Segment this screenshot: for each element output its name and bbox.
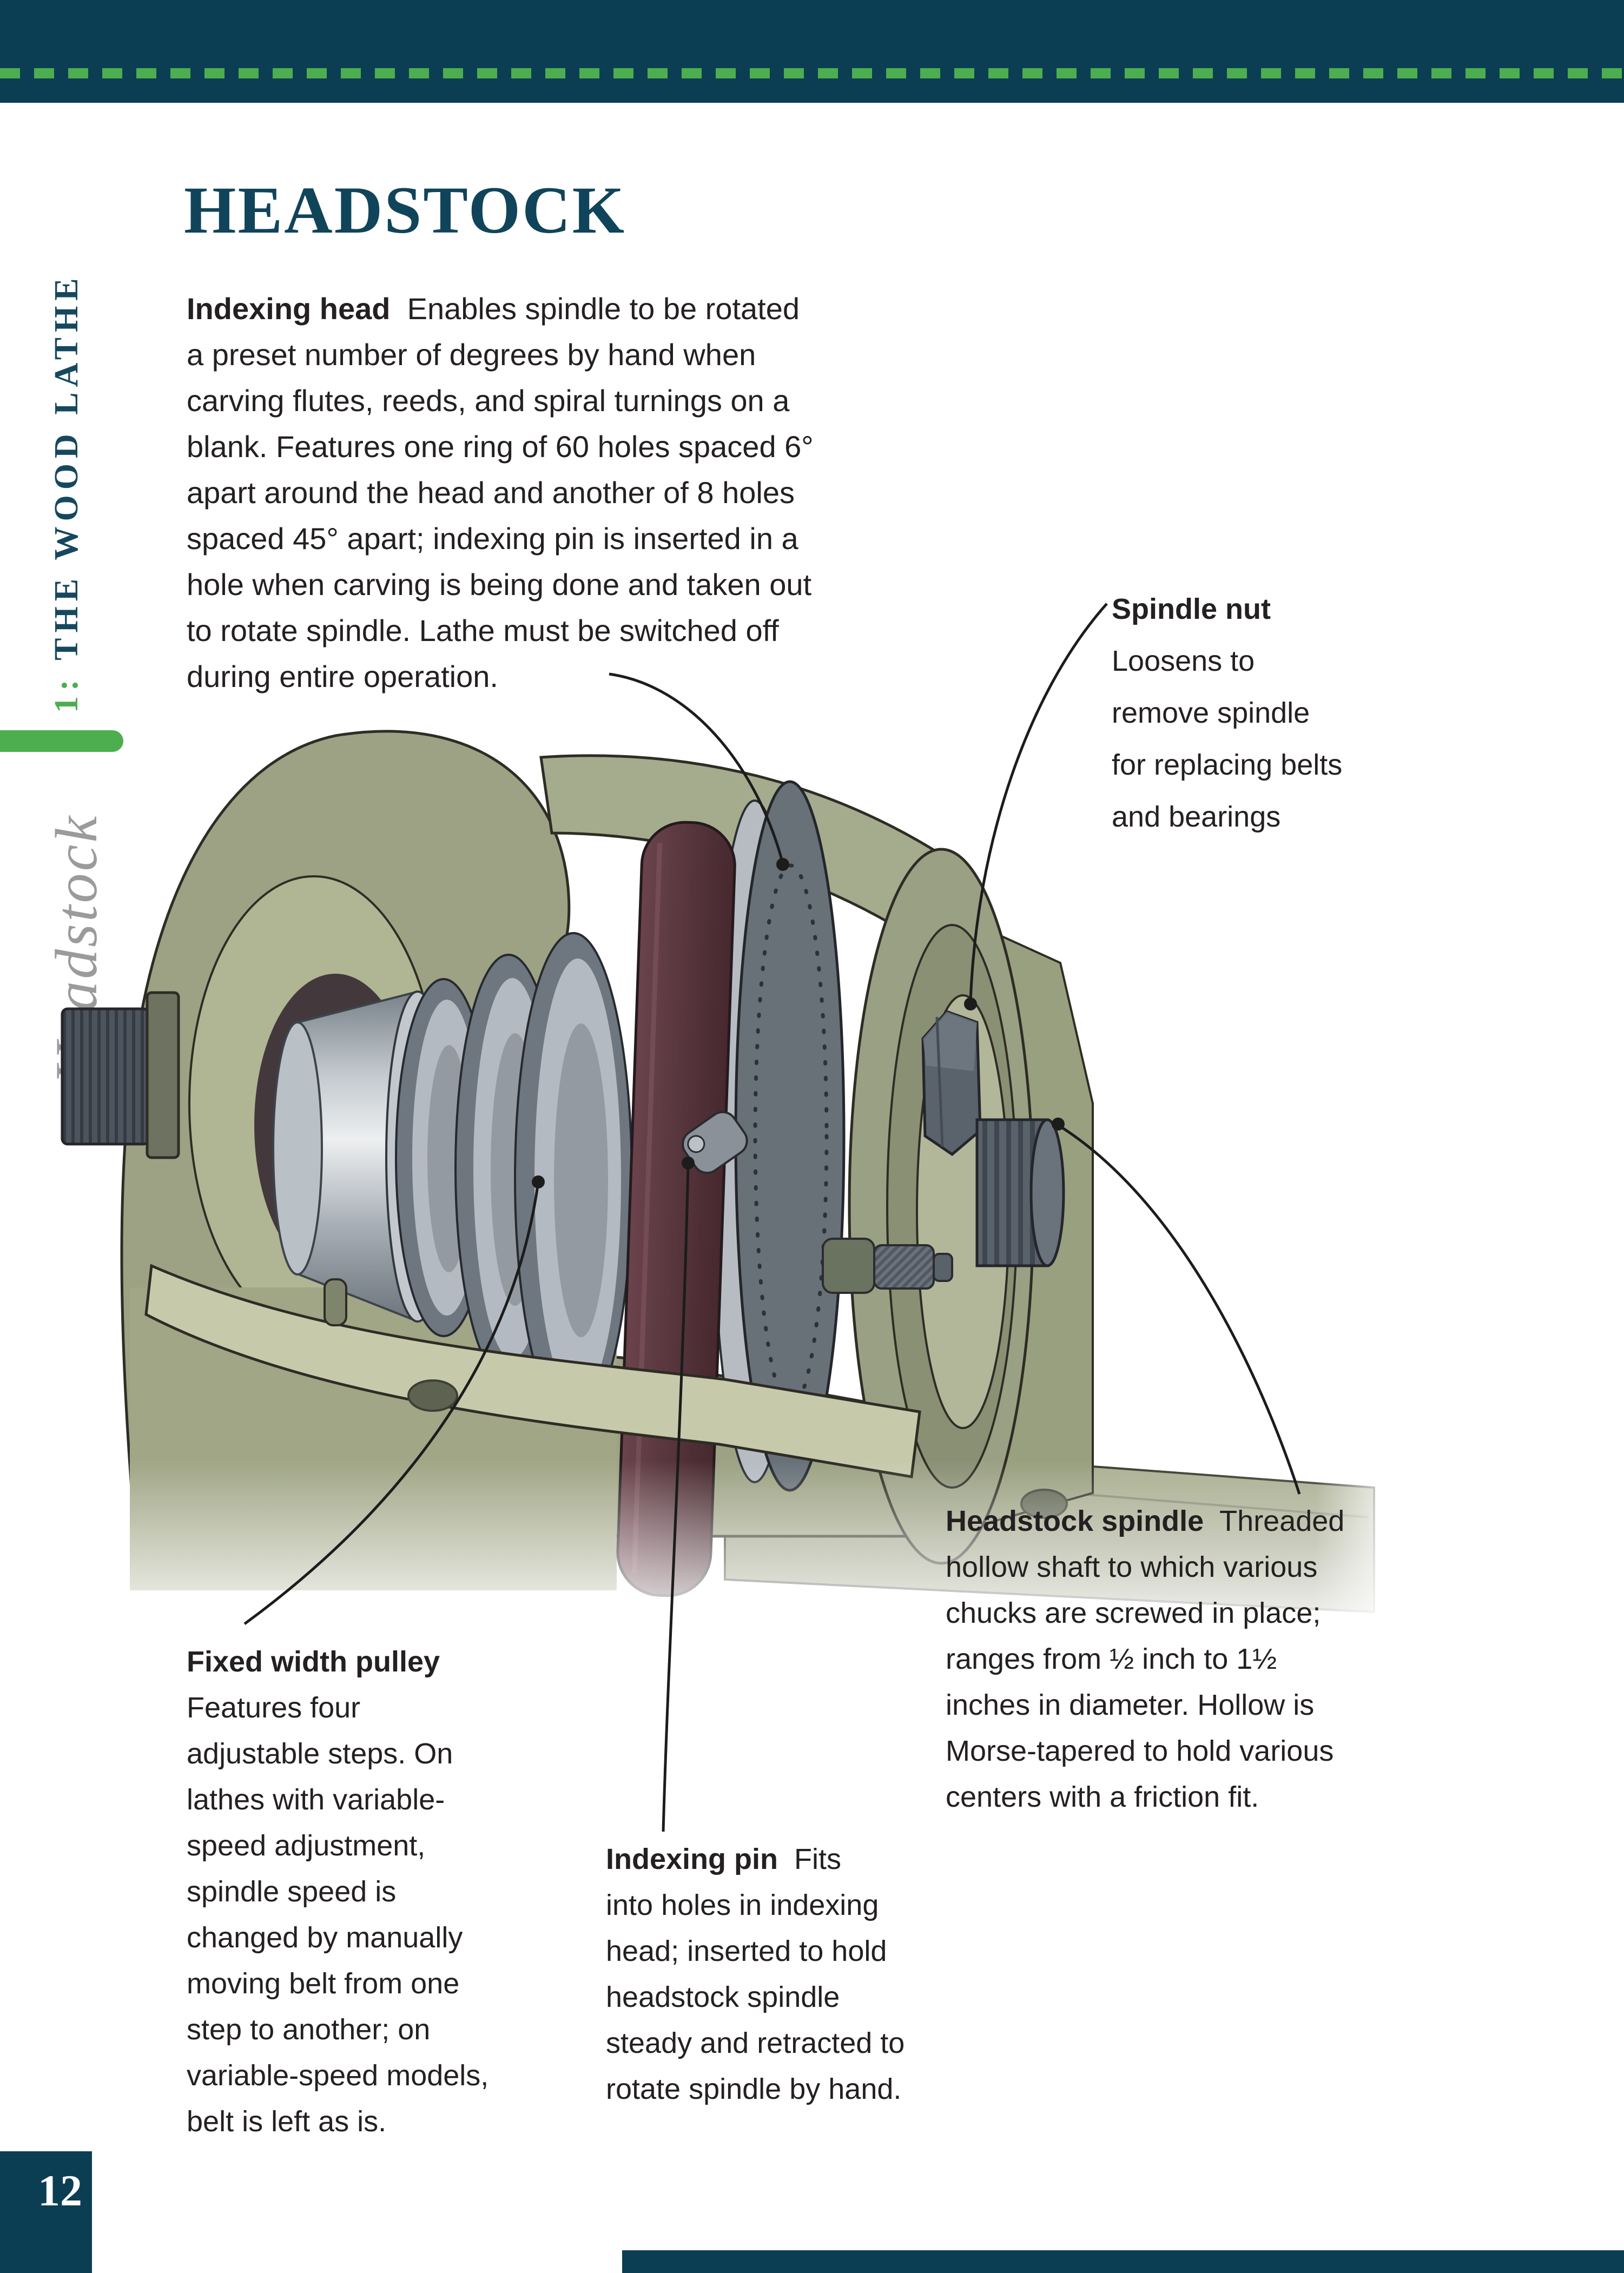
dashed-accent-line — [0, 68, 1624, 78]
callout-headstock-spindle: Headstock spindle Threaded hollow shaft … — [946, 1505, 1345, 1813]
page-title: HEADSTOCK — [184, 173, 626, 247]
sidebar-green-bar — [0, 730, 123, 752]
callout-label: Headstock spindle — [946, 1505, 1204, 1537]
page-number: 12 — [38, 2166, 82, 2215]
chapter-name: THE WOOD LATHE — [48, 273, 85, 675]
spindle-nut — [921, 1010, 982, 1157]
callout-indexing-head: Indexing head Enables spindle to be rota… — [187, 292, 814, 693]
indexing-pin-knob — [822, 1238, 953, 1294]
footer-bar — [622, 2250, 1624, 2273]
indexing-head-disc — [710, 780, 846, 1492]
left-spindle-thread — [61, 991, 180, 1159]
callout-label: Fixed width pulley — [187, 1646, 440, 1678]
callout-spindle-nut: Spindle nut Loosens to remove spindle fo… — [1112, 593, 1343, 833]
callout-indexing-pin: Indexing pin Fits into holes in indexing… — [606, 1843, 905, 2105]
callout-label: Indexing pin — [606, 1843, 778, 1875]
top-bar — [0, 0, 1624, 103]
headstock-spindle-thread — [975, 1118, 1065, 1267]
page-number-box: 12 — [0, 2151, 92, 2273]
callout-label: Indexing head — [187, 292, 391, 326]
callout-label: Spindle nut — [1112, 593, 1271, 625]
sidebar-chapter-label: 1: THE WOOD LATHE — [48, 273, 86, 713]
callout-fixed-width-pulley: Fixed width pulley Features four adjusta… — [187, 1646, 489, 2138]
